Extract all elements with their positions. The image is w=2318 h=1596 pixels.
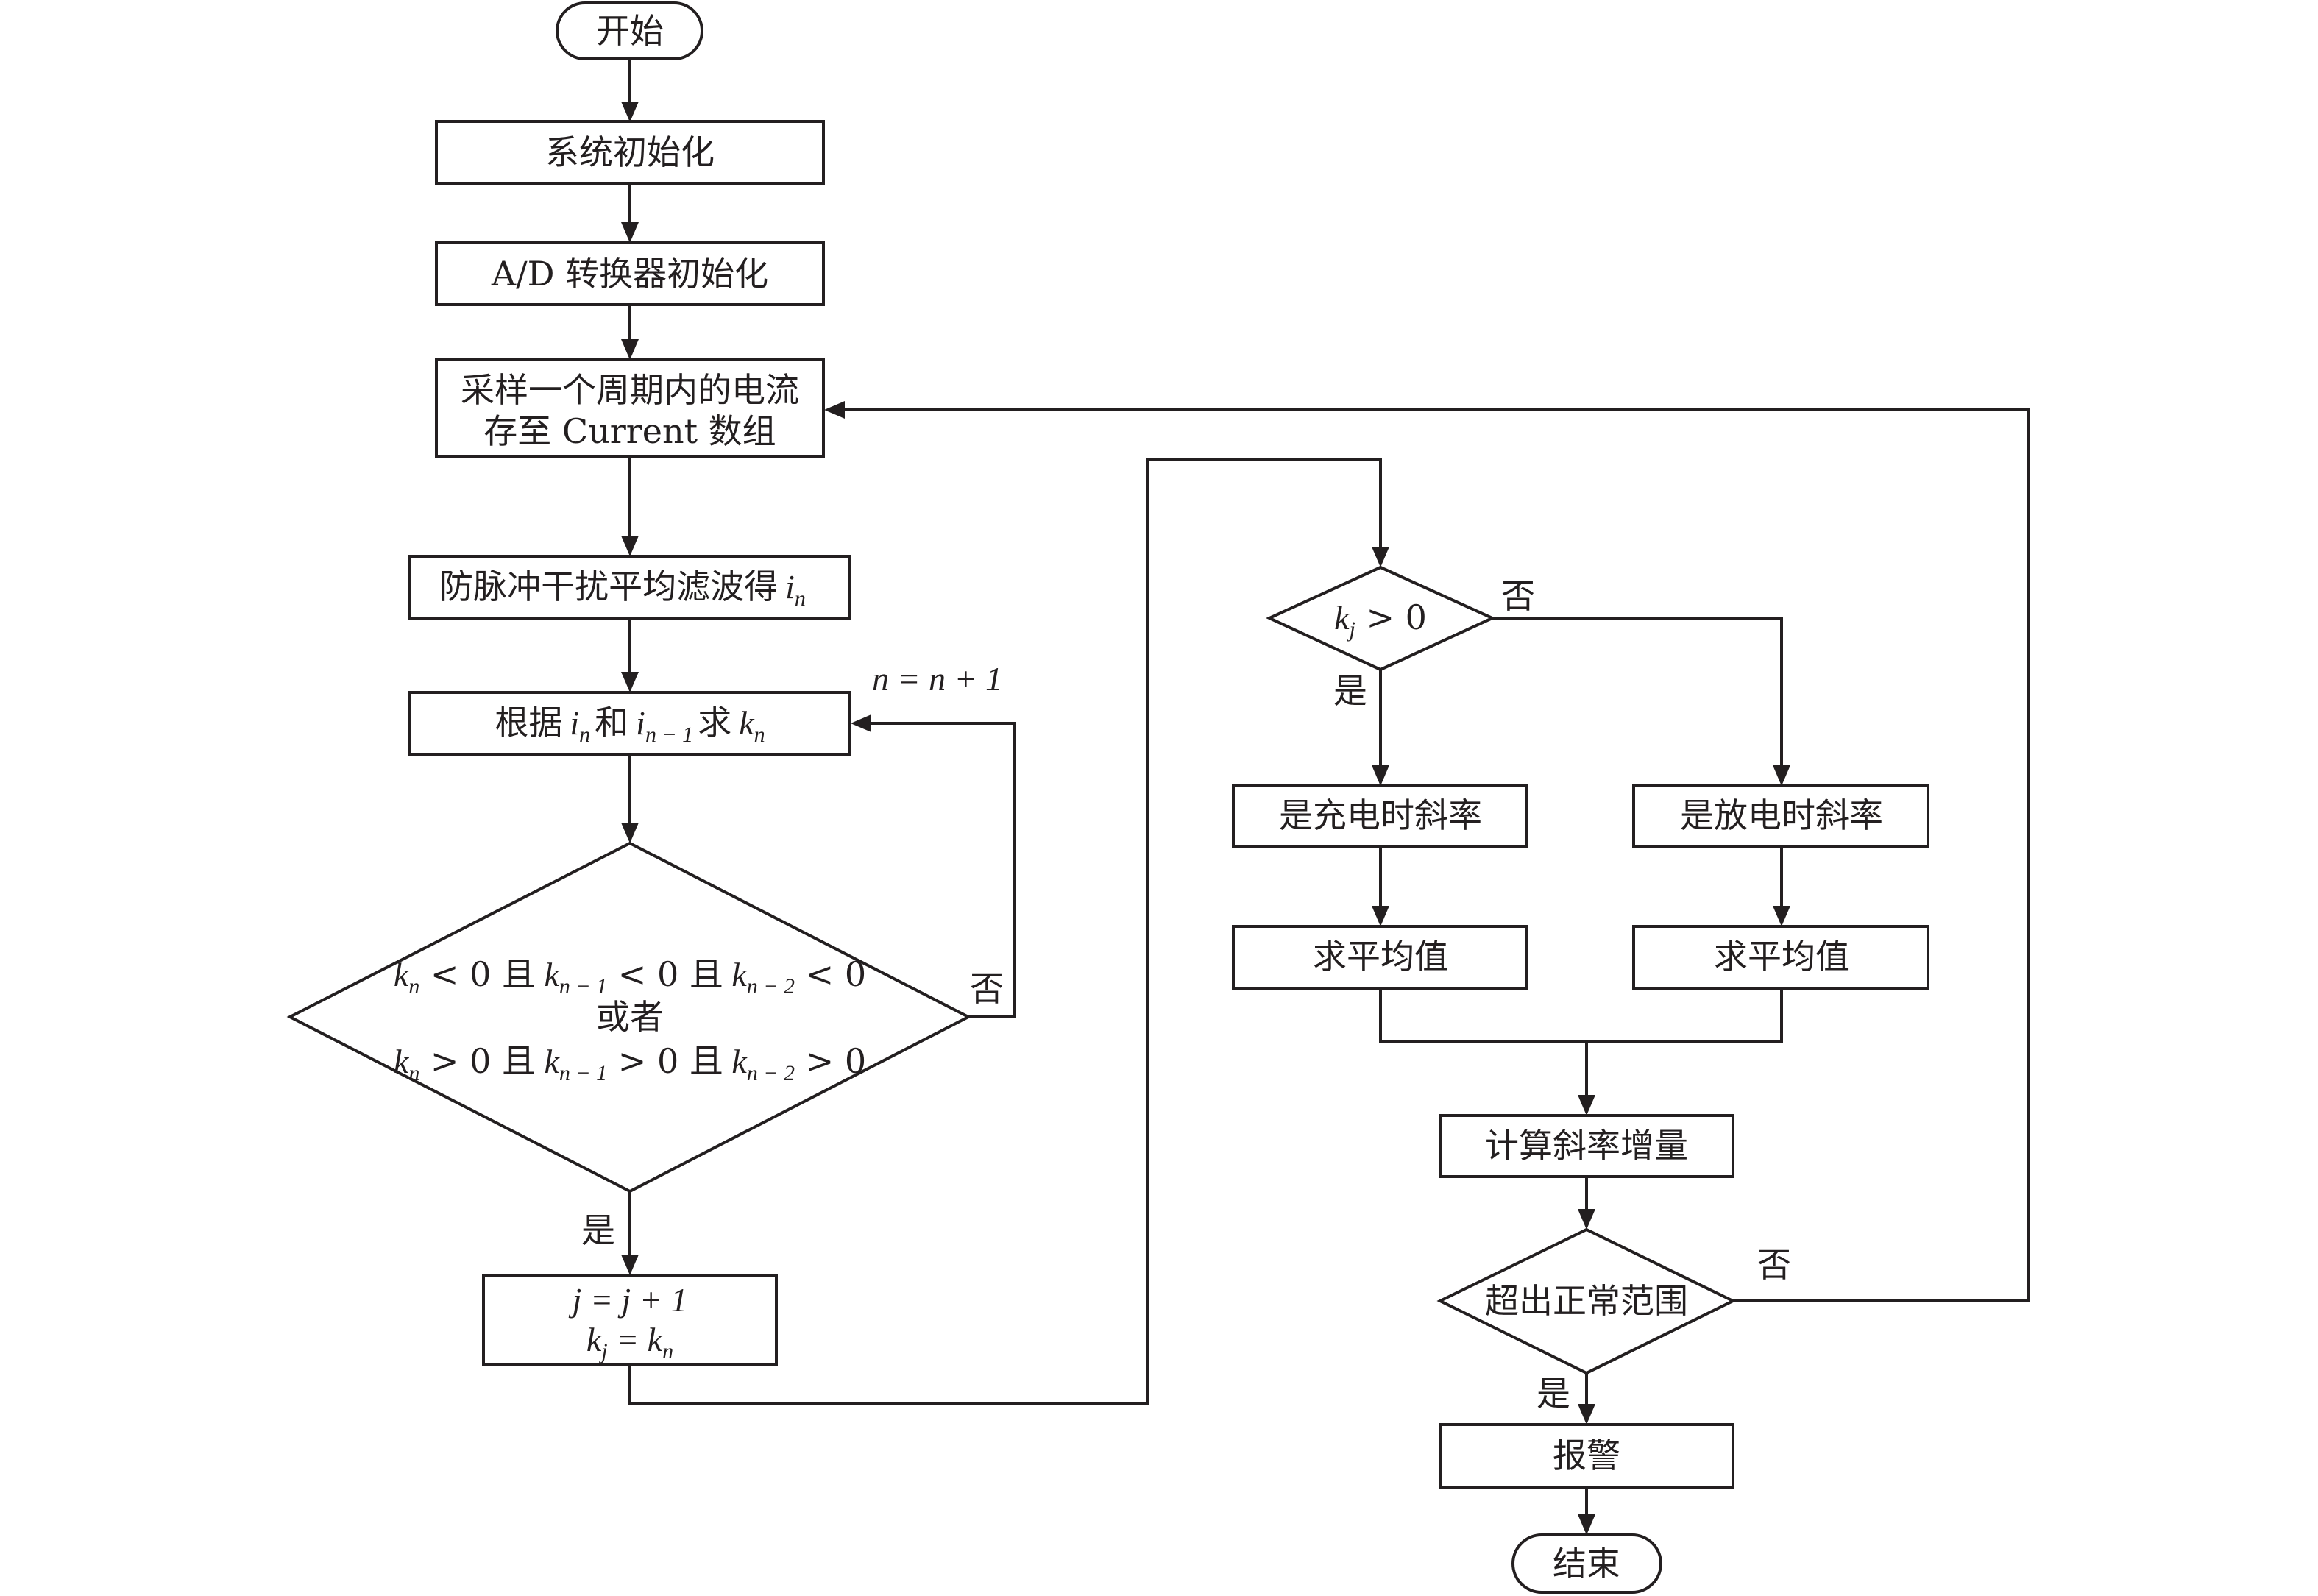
decision-kj-positive: kj > 0 [1266, 565, 1496, 672]
process-sample-current: 采样一个周期内的电流 存至 Current 数组 [435, 358, 825, 458]
cond-yes-label: 是 [581, 1210, 615, 1250]
cond-no-label: 否 [970, 969, 1004, 1009]
arrowhead [621, 536, 639, 556]
range-check-label: 超出正常范围 [1485, 1281, 1688, 1321]
end-label: 结束 [1553, 1544, 1620, 1583]
process-increment: j = j + 1 kj = kn [482, 1274, 778, 1366]
arrowhead [621, 823, 639, 843]
range-no-label: 否 [1757, 1245, 1791, 1285]
ad-init-label: A/D 转换器初始化 [491, 254, 768, 294]
kj-no-label: 否 [1501, 576, 1535, 616]
increment-line1: j = j + 1 [569, 1281, 688, 1319]
arrowhead [621, 339, 639, 360]
arrowhead [621, 222, 639, 243]
process-alarm: 报警 [1439, 1423, 1734, 1489]
average-right-label: 求平均值 [1714, 937, 1849, 976]
alarm-label: 报警 [1553, 1436, 1620, 1475]
process-average-left: 求平均值 [1232, 925, 1528, 990]
edge-range-no-loop [843, 408, 2030, 1302]
condition-line1: kn < 0 且 kn − 1 < 0 且 kn − 2 < 0 [394, 954, 866, 999]
process-system-init: 系统初始化 [435, 120, 825, 185]
edge-cond-no-loop [870, 722, 1016, 1018]
arrowhead [1372, 547, 1389, 567]
sample-label-line2: 存至 Current 数组 [483, 411, 776, 451]
condition-line2: 或者 [596, 997, 664, 1037]
arrowhead [1578, 1095, 1595, 1116]
kj-condition: kj > 0 [1334, 597, 1427, 642]
process-average-right: 求平均值 [1632, 925, 1929, 990]
arrowhead [1372, 906, 1389, 926]
arrowhead [1372, 765, 1389, 786]
sample-label-line1: 采样一个周期内的电流 [461, 370, 799, 410]
increment-line2: kj = kn [586, 1321, 673, 1363]
condition-line3: kn > 0 且 kn − 1 > 0 且 kn − 2 > 0 [394, 1041, 866, 1085]
discharge-slope-label: 是放电时斜率 [1680, 795, 1883, 835]
system-init-label: 系统初始化 [545, 132, 715, 172]
arrowhead [1578, 1404, 1595, 1425]
arrowhead [621, 672, 639, 692]
edge-increment-kj [628, 458, 1382, 1405]
edge-kj-no [1492, 617, 1783, 767]
connectors [621, 59, 2030, 1535]
edge-avg-merge [1379, 989, 1783, 1043]
end-terminal: 结束 [1511, 1533, 1662, 1594]
start-label: 开始 [596, 11, 664, 51]
arrowhead [1773, 765, 1790, 786]
arrowhead [621, 102, 639, 122]
loop-update-label: n = n + 1 [872, 660, 1002, 698]
arrowhead [1578, 1514, 1595, 1535]
process-calc-increment: 计算斜率增量 [1439, 1114, 1734, 1178]
range-yes-label: 是 [1537, 1374, 1570, 1414]
arrowhead [1773, 906, 1790, 926]
average-left-label: 求平均值 [1313, 937, 1448, 976]
calc-increment-label: 计算斜率增量 [1485, 1126, 1688, 1166]
kj-yes-label: 是 [1333, 671, 1367, 711]
process-charge-slope: 是充电时斜率 [1232, 784, 1528, 848]
process-discharge-slope: 是放电时斜率 [1632, 784, 1929, 848]
start-terminal: 开始 [556, 1, 703, 60]
arrowhead [1578, 1209, 1595, 1230]
process-ad-init: A/D 转换器初始化 [435, 241, 825, 306]
arrowhead [824, 401, 845, 419]
decision-out-of-range: 超出正常范围 [1436, 1227, 1737, 1375]
charge-slope-label: 是充电时斜率 [1279, 795, 1482, 835]
decision-slope-sign: kn < 0 且 kn − 1 < 0 且 kn − 2 < 0 或者 kn >… [286, 841, 972, 1194]
arrowhead [851, 714, 871, 732]
arrowhead [621, 1255, 639, 1275]
